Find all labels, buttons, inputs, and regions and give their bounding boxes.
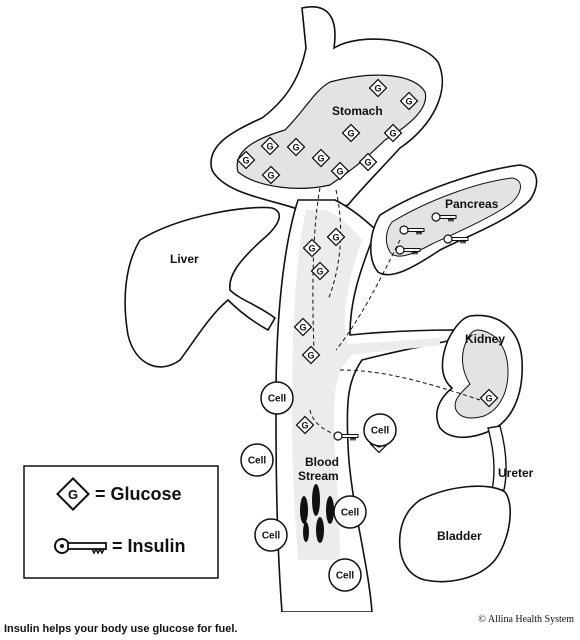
svg-text:G: G [308, 244, 315, 254]
legend-glucose-icon: G [56, 477, 90, 511]
svg-text:G: G [242, 156, 249, 166]
cell-circle-icon: Cell [328, 558, 362, 592]
legend-insulin-text: = Insulin [112, 536, 186, 556]
insulin-keys [333, 212, 469, 442]
cell-circle-icon: Cell [260, 381, 294, 415]
svg-text:G: G [332, 233, 339, 243]
stomach-label: Stomach [332, 104, 383, 118]
bladder-label: Bladder [437, 529, 482, 543]
glucose-diamond-icon: G [311, 148, 331, 168]
insulin-key-icon [443, 234, 469, 245]
flow-paths [309, 187, 481, 437]
glucose-diamond-icon: G [236, 150, 256, 170]
svg-text:G: G [301, 421, 308, 431]
cell-label: Cell [371, 426, 390, 437]
glucose-diamond-icon: G [341, 123, 361, 143]
svg-text:G: G [405, 97, 412, 107]
blood-stream-label-line1: Blood [305, 455, 339, 469]
insulin-key-icon [333, 431, 359, 442]
glucose-diamond-icon: G [326, 227, 346, 247]
stomach-interior [236, 74, 427, 189]
insulin-key-icon [395, 245, 421, 256]
cell-circle-icon: Cell [254, 518, 288, 552]
glucose-diamond-icon: G [479, 388, 499, 408]
cell-circle-icon: Cell [363, 413, 397, 447]
cell-label: Cell [268, 394, 287, 405]
svg-text:G: G [336, 167, 343, 177]
cell-label: Cell [248, 456, 267, 467]
glucose-diamond-icon: G [368, 78, 388, 98]
glucose-diamond-icon: G [293, 317, 313, 337]
pancreas-label: Pancreas [445, 197, 499, 211]
glucose-diamond-icon: G [286, 137, 306, 157]
glucose-diamond-icon: G [383, 123, 403, 143]
svg-text:G: G [267, 171, 274, 181]
svg-text:G: G [68, 487, 78, 502]
ureter [487, 425, 507, 491]
glucose-diamond-icon: G [310, 261, 330, 281]
liver-label: Liver [170, 252, 199, 266]
svg-text:G: G [374, 84, 381, 94]
glucose-diamond-icon: G [302, 238, 322, 258]
blood-stream-label-line2: Stream [298, 469, 339, 483]
cell-circle-icon: Cell [333, 495, 367, 529]
glucose-diamond-icon: G [295, 415, 315, 435]
svg-text:G: G [347, 129, 354, 139]
glucose-diamond-icon: G [261, 165, 281, 185]
glucose-diamond-icon: G [358, 152, 378, 172]
cell-circle-icon: Cell [240, 443, 274, 477]
insulin-key-icon [399, 225, 425, 236]
blood-vessel-interior [292, 210, 440, 560]
legend-glucose-text: = Glucose [95, 484, 182, 504]
svg-text:G: G [317, 154, 324, 164]
svg-text:G: G [299, 323, 306, 333]
svg-text:G: G [485, 394, 492, 404]
insulin-key-icon [431, 212, 457, 223]
copyright: © Allina Health System [478, 614, 574, 625]
body-diagram: Stomach Pancreas Liver Kidney Blood Stre… [23, 6, 538, 612]
svg-text:G: G [307, 351, 314, 361]
cell-label: Cell [341, 508, 360, 519]
cell-label: Cell [336, 571, 355, 582]
kidney-label: Kidney [465, 332, 505, 346]
glucose-diamond-icon: G [301, 345, 321, 365]
ureter-label: Ureter [498, 466, 534, 480]
svg-text:G: G [292, 143, 299, 153]
caption: Insulin helps your body use glucose for … [4, 623, 238, 635]
cell-label: Cell [262, 531, 281, 542]
svg-text:G: G [266, 142, 273, 152]
glucose-diamond-icon: G [330, 161, 350, 181]
legend-insulin-icon [54, 538, 107, 555]
svg-text:G: G [389, 129, 396, 139]
glucose-diamond-icon: G [399, 91, 419, 111]
blood-streaks [300, 484, 334, 543]
legend: G = Glucose = Insulin [23, 465, 219, 579]
glucose-diamond-icon: G [260, 136, 280, 156]
glucose-markers: GGGGGGGGGGGGGGGGGGG [236, 78, 499, 454]
svg-text:G: G [316, 267, 323, 277]
bladder-organ [398, 485, 511, 583]
svg-text:G: G [364, 158, 371, 168]
liver-organ [124, 206, 281, 368]
